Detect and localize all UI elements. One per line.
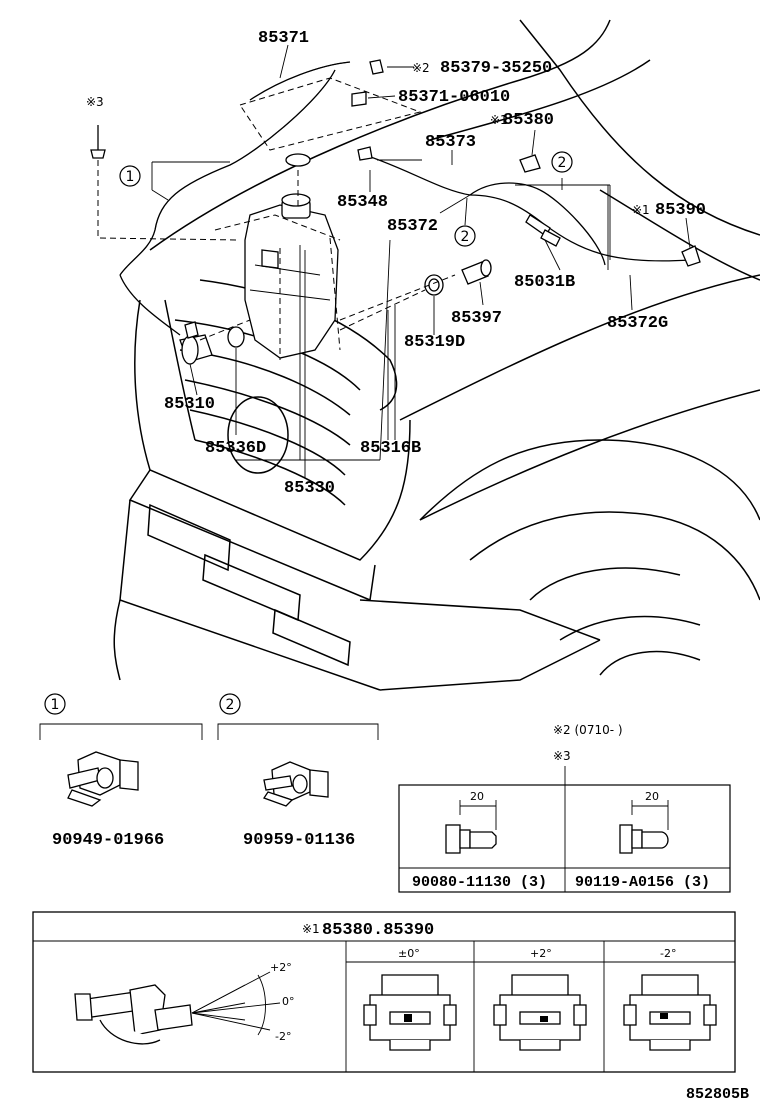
nozzle-view-plus2	[493, 974, 587, 1051]
nozzle-85380	[519, 154, 541, 173]
nozzle-view-minus2	[623, 974, 717, 1051]
label-85372: 85372	[387, 217, 438, 236]
bolt2-part-number: 90119-A0156 (3)	[575, 874, 710, 891]
clip-90949-01966-drawing	[67, 751, 139, 807]
washer-pump-85310	[179, 321, 213, 365]
angle-down-label: -2°	[275, 1030, 291, 1043]
label-85390-mark: ※1	[632, 203, 650, 217]
bolt-90080-11130-drawing: 20	[445, 790, 497, 854]
note-mark3: ※3	[553, 749, 571, 763]
col-zero: ±0°	[398, 947, 420, 960]
label-85371: 85371	[258, 29, 309, 48]
grommet-85319d	[424, 274, 444, 296]
nozzle-table-title: 85380.85390	[322, 921, 434, 940]
detail-clip-1: 1 90949-01966	[39, 693, 203, 850]
bolt-table: ※2 (0710- ) ※3 20 20 90080-11130 (3)	[398, 723, 731, 893]
clip-85371-06010	[351, 91, 367, 107]
label-mark3-top: ※3	[86, 95, 104, 109]
svg-text:1: 1	[126, 169, 135, 185]
clip-90959-01136-drawing	[263, 761, 329, 807]
clip-85379	[369, 59, 384, 75]
label-85310: 85310	[164, 395, 215, 414]
col-minus2: -2°	[660, 947, 676, 960]
grommet-85336d	[227, 326, 245, 348]
bolt2-dimension: 20	[645, 790, 659, 803]
label-85397: 85397	[451, 309, 502, 328]
bolt-90119-a0156-drawing: 20	[619, 790, 669, 854]
note-mark2-date: ※2 (0710- )	[553, 723, 623, 737]
detail-clip-2: 2 90959-01136	[217, 693, 379, 850]
callout-2-hose: 2	[454, 225, 476, 247]
svg-text:2: 2	[558, 155, 567, 171]
col-plus2: +2°	[530, 947, 552, 960]
label-85373: 85373	[425, 133, 476, 152]
label-85379-mark: ※2	[412, 61, 430, 75]
label-85316b: 85316B	[360, 439, 421, 458]
svg-text:2: 2	[226, 697, 235, 713]
nozzle-view-zero	[363, 974, 457, 1051]
label-85330: 85330	[284, 479, 335, 498]
label-85380: 85380	[503, 111, 554, 130]
bolt-mark3	[90, 125, 106, 159]
nozzle-table-mark: ※1	[302, 922, 320, 936]
vehicle-body-outline	[113, 19, 760, 691]
label-85319d: 85319D	[404, 333, 465, 352]
callout-2-nozzle: 2	[551, 151, 573, 173]
label-85348: 85348	[337, 193, 388, 212]
diagram-code: 852805B	[686, 1086, 749, 1103]
angle-zero-label: 0°	[282, 995, 295, 1008]
leader-lines	[151, 44, 691, 478]
label-85031b: 85031B	[514, 273, 575, 292]
washer-hoses	[119, 61, 691, 336]
svg-text:2: 2	[461, 229, 470, 245]
label-85390: 85390	[655, 201, 706, 220]
callout-1-main: 1	[119, 165, 141, 187]
washer-reservoir-85330	[244, 153, 339, 359]
hose-joint-85031b	[525, 214, 561, 247]
clip1-part-number: 90949-01966	[52, 831, 164, 850]
label-85380-mark: ※1	[490, 113, 508, 127]
label-85371-06010: 85371-06010	[398, 88, 510, 107]
part-labels: 85371 ※2 85379-35250 85371-06010 ※3 8537…	[86, 29, 706, 498]
fitting-85348	[357, 146, 373, 161]
label-85379-35250: 85379-35250	[440, 59, 552, 78]
nozzle-spray-illustration	[74, 971, 281, 1045]
label-85336d: 85336D	[205, 439, 266, 458]
label-85372g: 85372G	[607, 314, 668, 333]
dashed-guides	[97, 77, 456, 360]
svg-text:1: 1	[51, 697, 60, 713]
nozzle-angle-table: ※1 85380.85390 ±0° +2° -2° +2° 0° -2°	[32, 911, 736, 1073]
bolt1-dimension: 20	[470, 790, 484, 803]
clip2-part-number: 90959-01136	[243, 831, 355, 850]
nozzle-85390	[681, 245, 701, 267]
bolt1-part-number: 90080-11130 (3)	[412, 874, 547, 891]
check-valve-85397	[461, 259, 492, 285]
angle-up-label: +2°	[270, 961, 292, 974]
